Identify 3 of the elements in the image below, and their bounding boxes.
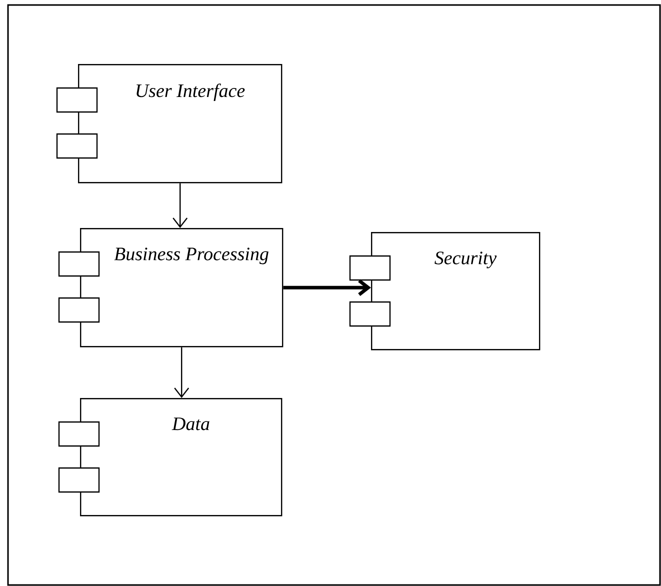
arrow	[172, 183, 188, 228]
arrow	[174, 347, 190, 398]
arrow	[283, 279, 371, 296]
